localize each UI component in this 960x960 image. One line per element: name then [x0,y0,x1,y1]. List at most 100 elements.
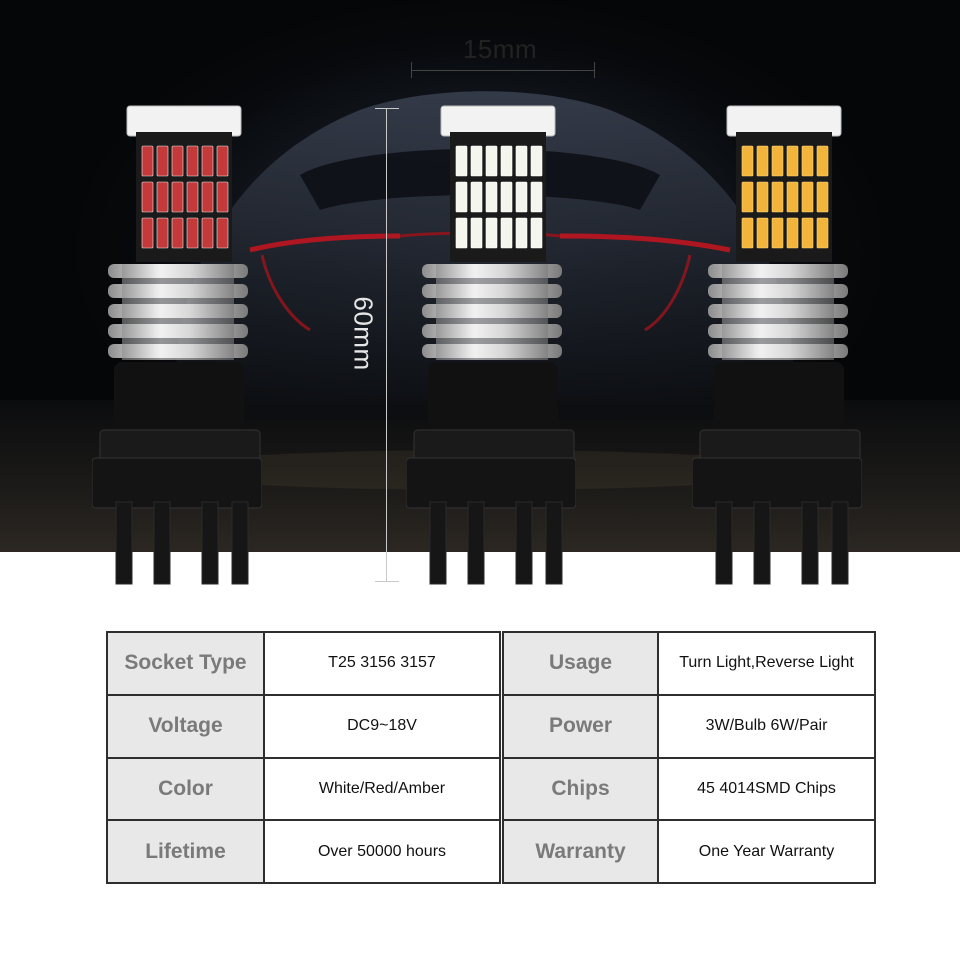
heatsink-core [722,264,834,360]
led-chip [500,181,513,213]
socket-pin [231,501,249,585]
led-bulb-amber [691,96,863,596]
led-chip [816,181,829,213]
spec-value: DC9~18V [263,693,501,759]
led-bulb-white [405,96,577,596]
height-dimension-tick [375,581,399,582]
socket-pin [201,501,219,585]
socket-base [691,457,863,509]
socket-pin [753,501,771,585]
led-chip [201,217,214,249]
led-chip [741,181,754,213]
spec-value: 3W/Bulb 6W/Pair [657,693,876,759]
led-chip [816,145,829,177]
led-chip [141,181,154,213]
socket-pin [515,501,533,585]
led-chip [156,217,169,249]
heatsink-core [122,264,234,360]
led-chip [515,145,528,177]
spec-value: T25 3156 3157 [263,631,501,696]
socket-pin [545,501,563,585]
height-dimension-tick [375,108,399,109]
socket-base [405,457,577,509]
led-chip [530,181,543,213]
led-chip [741,145,754,177]
led-chip [470,145,483,177]
led-chip [756,145,769,177]
spec-row: Voltage DC9~18V Power 3W/Bulb 6W/Pair [106,693,876,759]
led-chip [741,217,754,249]
height-dimension-label: 60mm [348,296,379,371]
spec-key: Chips [502,756,659,822]
spec-row: Socket Type T25 3156 3157 Usage Turn Lig… [106,631,876,696]
led-chip [530,145,543,177]
led-chip [500,217,513,249]
socket-flange [699,429,861,461]
led-chip [801,217,814,249]
socket-base [91,457,263,509]
led-chip [500,145,513,177]
socket-pin [467,501,485,585]
spec-key: Color [106,756,265,822]
led-chip [485,145,498,177]
led-chip [216,181,229,213]
led-chip [470,181,483,213]
led-chip [455,145,468,177]
width-dimension-tick [411,62,412,78]
spec-table: Socket Type T25 3156 3157 Usage Turn Lig… [106,631,876,884]
led-chip [515,181,528,213]
led-chip [186,145,199,177]
led-chip [786,217,799,249]
bulb-drawing [91,105,263,585]
bulb-collar [714,362,844,432]
socket-pin [115,501,133,585]
socket-pin [831,501,849,585]
led-chip [156,145,169,177]
socket-flange [413,429,575,461]
socket-pin [153,501,171,585]
led-chip [756,217,769,249]
socket-pin [801,501,819,585]
led-chip [201,181,214,213]
spec-key: Usage [502,631,659,696]
bulb-drawing [405,105,577,585]
spec-gap [500,694,503,758]
spec-key: Socket Type [106,631,265,696]
led-chip [515,217,528,249]
led-chip [201,145,214,177]
spec-row: Color White/Red/Amber Chips 45 4014SMD C… [106,756,876,822]
bulb-collar [114,362,244,432]
led-chip [216,145,229,177]
width-dimension-line [411,70,595,71]
led-bulb-red [91,96,263,596]
bulb-cap [726,105,842,137]
spec-value: White/Red/Amber [263,756,501,822]
spec-gap [500,820,503,883]
led-chip [485,181,498,213]
led-chip [216,217,229,249]
led-chip [816,217,829,249]
width-dimension-tick [594,62,595,78]
led-chip [186,181,199,213]
led-chip [530,217,543,249]
led-chip [141,145,154,177]
spec-row: Lifetime Over 50000 hours Warranty One Y… [106,819,876,884]
led-chip [485,217,498,249]
led-chip [801,145,814,177]
led-chip [455,217,468,249]
heatsink-core [436,264,548,360]
led-chip [756,181,769,213]
socket-flange [99,429,261,461]
spec-value: Turn Light,Reverse Light [657,631,876,696]
led-chip [786,145,799,177]
led-chip [771,217,784,249]
socket-pin [429,501,447,585]
spec-value: 45 4014SMD Chips [657,756,876,822]
spec-key: Voltage [106,693,265,759]
spec-value: One Year Warranty [657,819,876,884]
led-chip [801,181,814,213]
led-chip [171,145,184,177]
bulb-cap [126,105,242,137]
spec-value: Over 50000 hours [263,819,501,884]
